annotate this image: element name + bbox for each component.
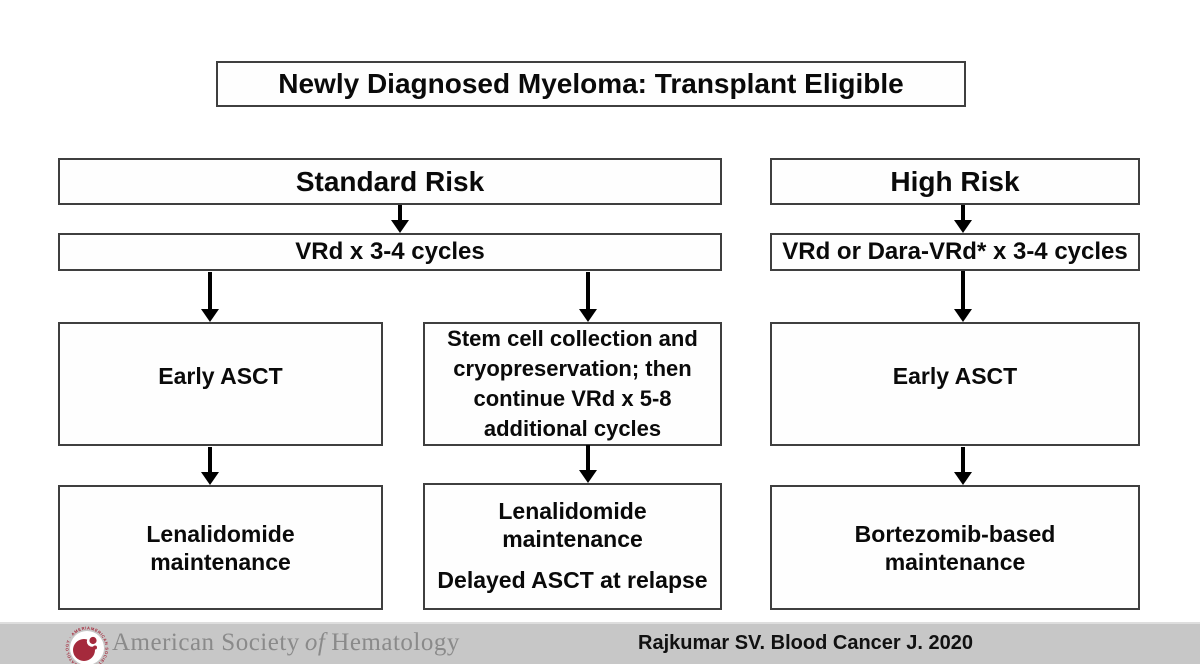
arrow-high-asct-to-maintenance	[954, 447, 972, 485]
standard-induction-label: VRd x 3-4 cycles	[295, 238, 485, 265]
high-early-asct-box: Early ASCT	[770, 322, 1140, 446]
arrow-standard-header-to-induction	[391, 205, 409, 233]
stem-cell-collection-label: Stem cell collection and cryopreservatio…	[447, 326, 698, 441]
arrow-early-asct-to-maintenance	[201, 447, 219, 485]
stem-cell-collection-box: Stem cell collection and cryopreservatio…	[423, 322, 722, 446]
citation-text: Rajkumar SV. Blood Cancer J. 2020	[638, 622, 973, 664]
bortezomib-maintenance-box: Bortezomib-based maintenance	[770, 485, 1140, 610]
standard-maintenance-box: Lenalidomide maintenance	[58, 485, 383, 610]
arrowhead-icon	[201, 472, 219, 485]
arrowhead-icon	[579, 470, 597, 483]
high-risk-header: High Risk	[890, 165, 1020, 197]
arrow-high-header-to-induction	[954, 205, 972, 233]
delayed-maintenance-box: Lenalidomide maintenance Delayed ASCT at…	[423, 483, 722, 610]
standard-induction-box: VRd x 3-4 cycles	[58, 233, 722, 271]
page-title: Newly Diagnosed Myeloma: Transplant Elig…	[278, 68, 904, 99]
arrowhead-icon	[391, 220, 409, 233]
high-induction-box: VRd or Dara-VRd* x 3-4 cycles	[770, 233, 1140, 271]
high-early-asct-label: Early ASCT	[892, 362, 1018, 389]
title-box: Newly Diagnosed Myeloma: Transplant Elig…	[216, 61, 966, 107]
standard-maintenance-label: Lenalidomide maintenance	[146, 520, 295, 575]
arrow-induction-to-early-asct	[201, 272, 219, 322]
arrowhead-icon	[954, 309, 972, 322]
arrowhead-icon	[579, 309, 597, 322]
delayed-maintenance-label: Lenalidomide maintenance	[498, 498, 647, 552]
ash-wordmark-of: of	[304, 629, 326, 656]
standard-early-asct-label: Early ASCT	[158, 362, 283, 389]
standard-early-asct-box: Early ASCT	[58, 322, 383, 446]
arrowhead-icon	[201, 309, 219, 322]
bortezomib-maintenance-label: Bortezomib-based maintenance	[854, 520, 1056, 575]
standard-risk-header-box: Standard Risk	[58, 158, 722, 205]
arrowhead-icon	[954, 220, 972, 233]
ash-logo-icon: AMERICAN SOCIETY OF HEMATOLOGY · AMERICA…	[64, 625, 109, 664]
citation-label: Rajkumar SV. Blood Cancer J. 2020	[638, 631, 973, 654]
arrow-high-induction-to-early-asct	[954, 271, 972, 322]
footer-bar	[0, 622, 1200, 664]
delayed-asct-relapse-label: Delayed ASCT at relapse	[437, 567, 708, 593]
arrow-stem-cell-to-maintenance	[579, 445, 597, 483]
high-risk-header-box: High Risk	[770, 158, 1140, 205]
arrowhead-icon	[954, 472, 972, 485]
ash-wordmark-suffix: Hematology	[331, 629, 460, 656]
ash-wordmark: American Society of Hematology	[112, 622, 460, 664]
ash-wordmark-prefix: American Society	[112, 629, 300, 656]
high-induction-label: VRd or Dara-VRd* x 3-4 cycles	[782, 238, 1128, 265]
arrow-induction-to-stem-cell	[579, 272, 597, 322]
standard-risk-header: Standard Risk	[295, 165, 485, 197]
